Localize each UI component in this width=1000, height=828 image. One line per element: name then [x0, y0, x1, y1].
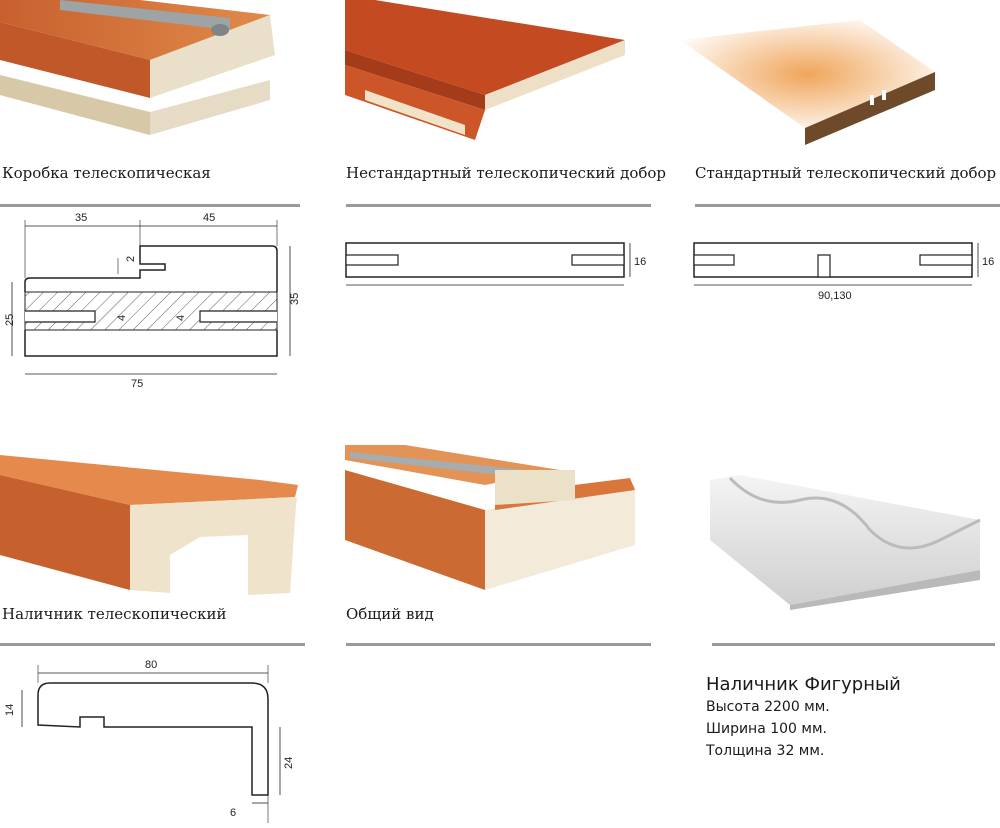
divider — [695, 204, 1000, 207]
dim-box-slot-a: 4 — [116, 315, 128, 321]
nonstandard-extension-drawing: 16 — [345, 242, 646, 286]
dim-box-left-height: 25 — [4, 314, 16, 326]
caption-nonstandard-extension: Нестандартный телескопический добор — [346, 164, 667, 182]
dim-box-slot-b: 4 — [175, 315, 187, 321]
dim-box-top-left: 35 — [75, 212, 87, 224]
dim-standard-thickness: 16 — [982, 256, 994, 268]
caption-standard-extension: Стандартный телескопический добор — [695, 164, 997, 182]
box-photo — [0, 0, 275, 135]
divider — [712, 643, 995, 646]
general-view-photo — [345, 445, 635, 590]
figured-casing-title: Наличник Фигурный — [706, 674, 901, 695]
divider — [0, 204, 300, 207]
figured-casing-photo — [710, 475, 981, 610]
standard-extension-photo — [680, 20, 935, 145]
dim-box-top-right: 45 — [203, 212, 215, 224]
caption-general-view: Общий вид — [346, 605, 434, 623]
casing-profile-drawing: 80 14 24 6 — [4, 659, 295, 823]
figured-casing-thickness: Толщина 32 мм. — [706, 743, 825, 759]
divider — [346, 643, 651, 646]
divider — [0, 643, 305, 646]
dim-box-groove: 2 — [125, 256, 137, 262]
dim-box-right-height: 35 — [289, 293, 301, 305]
dim-nonstandard-thickness: 16 — [634, 256, 646, 268]
dim-casing-leg: 24 — [283, 757, 295, 769]
divider — [346, 204, 651, 207]
dim-box-width: 75 — [131, 378, 143, 390]
caption-box: Коробка телескопическая — [2, 164, 211, 182]
dim-casing-lip: 14 — [4, 704, 16, 716]
box-profile-drawing: 35 45 2 25 35 4 4 75 — [4, 212, 301, 390]
caption-casing: Наличник телескопический — [2, 605, 227, 623]
figured-casing-height: Высота 2200 мм. — [706, 699, 830, 715]
standard-extension-drawing: 16 90,130 — [693, 242, 994, 302]
nonstandard-extension-photo — [345, 0, 625, 140]
casing-photo — [0, 455, 298, 595]
dim-casing-thickness: 6 — [230, 807, 236, 819]
figured-casing-width: Ширина 100 мм. — [706, 721, 827, 737]
dim-standard-widths: 90,130 — [818, 290, 852, 302]
dim-casing-width: 80 — [145, 659, 157, 671]
